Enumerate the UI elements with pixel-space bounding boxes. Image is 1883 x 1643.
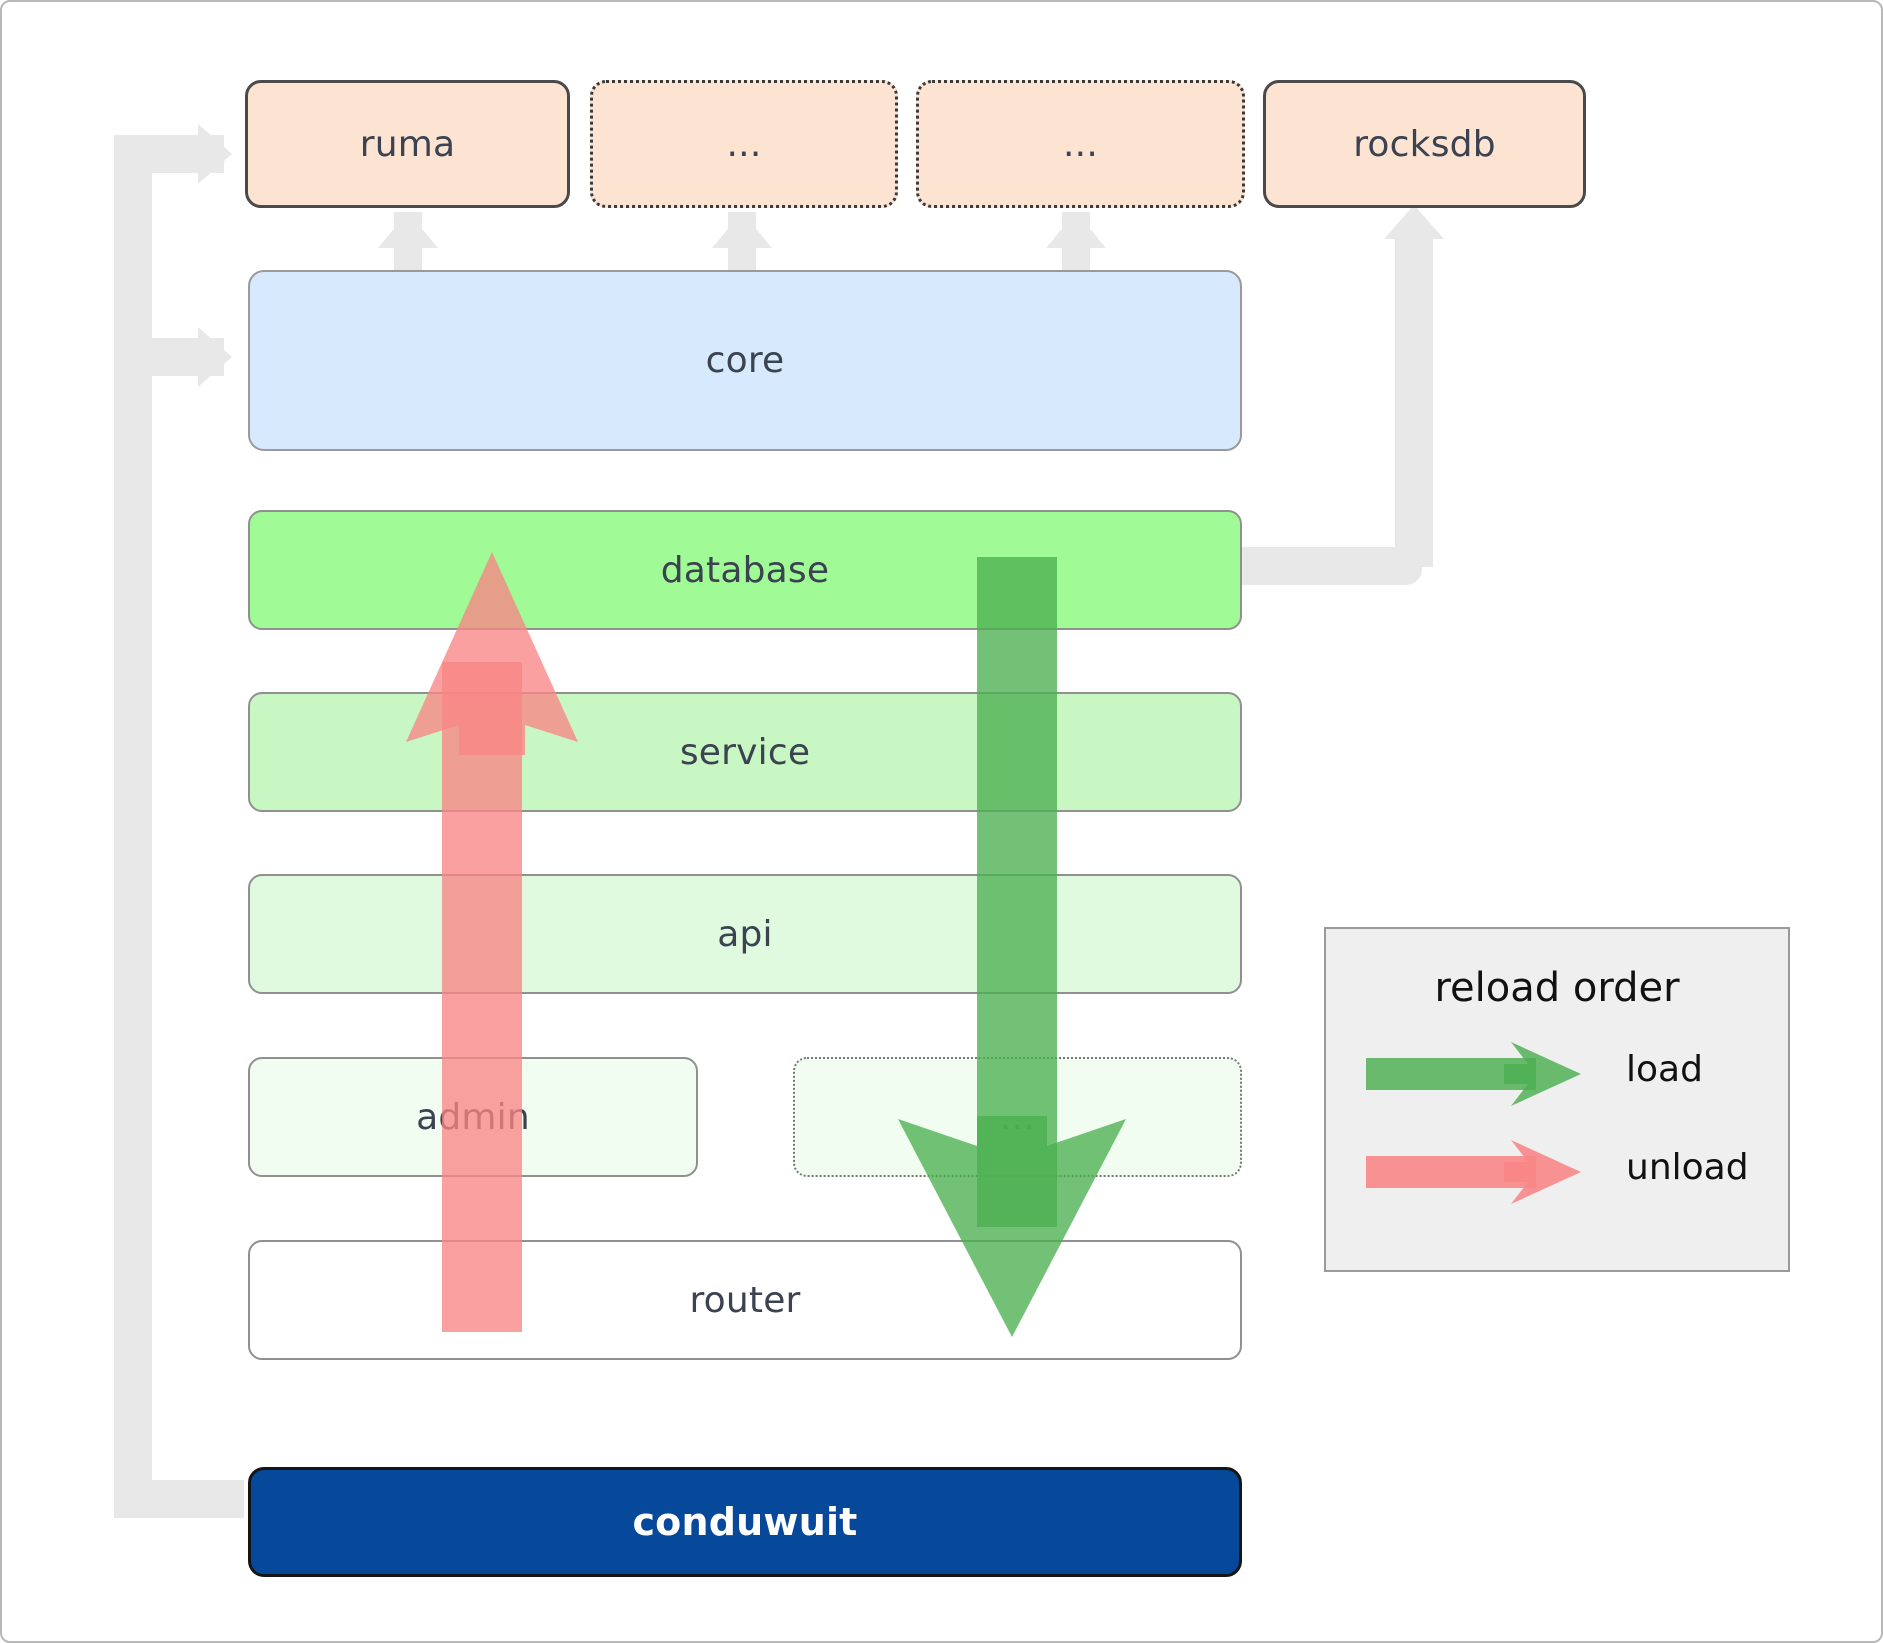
node-core-label: core [705, 340, 785, 381]
node-dependency-placeholder-2-label: ... [1063, 123, 1098, 165]
node-dependency-placeholder-2[interactable]: ... [916, 80, 1245, 208]
node-router-label: router [689, 1279, 801, 1321]
connector-arrowhead-rocksdb [1384, 205, 1444, 239]
unload-shaft [442, 662, 522, 1332]
legend-unload-arrow-icon [1366, 1140, 1581, 1204]
connector-arrowhead-ruma [198, 124, 232, 184]
node-database-label: database [660, 549, 830, 591]
unload-flow-arrow [406, 552, 578, 1332]
node-rocksdb-label: rocksdb [1353, 123, 1496, 165]
connector-core-to-ruma-head [378, 212, 438, 248]
node-rocksdb[interactable]: rocksdb [1263, 80, 1586, 208]
node-dependency-placeholder-1-label: ... [726, 123, 762, 165]
load-arrowhead [898, 1116, 1126, 1337]
node-core[interactable]: core [248, 270, 1242, 451]
node-api-label: api [717, 913, 773, 955]
connector-arrowhead-core [198, 327, 232, 387]
legend-unload-label: unload [1626, 1147, 1749, 1188]
node-dependency-placeholder-1[interactable]: ... [590, 80, 898, 208]
connector-database-to-rocksdb-horizontal [1232, 547, 1422, 585]
node-conduwuit[interactable]: conduwuit [248, 1467, 1242, 1577]
legend-load-arrow-icon [1366, 1042, 1581, 1106]
connector-core-to-dep3-head [1046, 212, 1106, 248]
connector-database-to-rocksdb-vertical [1395, 237, 1433, 567]
node-ruma[interactable]: ruma [245, 80, 570, 208]
connector-core-to-dep2-head [712, 212, 772, 248]
legend-load-label: load [1626, 1049, 1703, 1090]
legend-panel: reload order load unload [1324, 927, 1790, 1272]
load-flow-arrow [898, 557, 1126, 1337]
node-conduwuit-label: conduwuit [632, 1500, 858, 1544]
connector-trunk-bottom [114, 1480, 244, 1518]
node-ruma-label: ruma [359, 123, 456, 165]
legend-title: reload order [1434, 965, 1680, 1011]
load-shaft [977, 557, 1057, 1227]
node-service-label: service [679, 731, 811, 773]
